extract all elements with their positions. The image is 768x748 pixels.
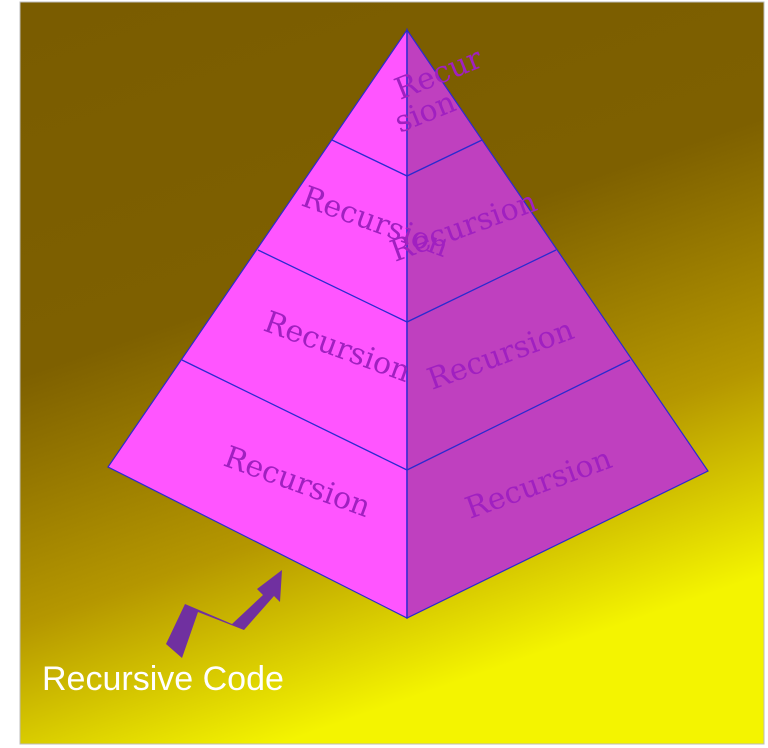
band-line	[257, 249, 408, 323]
zigzag-arrow-icon	[166, 570, 282, 658]
band-line	[331, 139, 408, 177]
band-line	[406, 359, 631, 471]
caption: Recursive Code	[42, 660, 284, 698]
band-line	[406, 249, 557, 323]
band-line	[181, 359, 408, 471]
band-line	[406, 139, 483, 177]
pyramid	[107, 28, 709, 619]
